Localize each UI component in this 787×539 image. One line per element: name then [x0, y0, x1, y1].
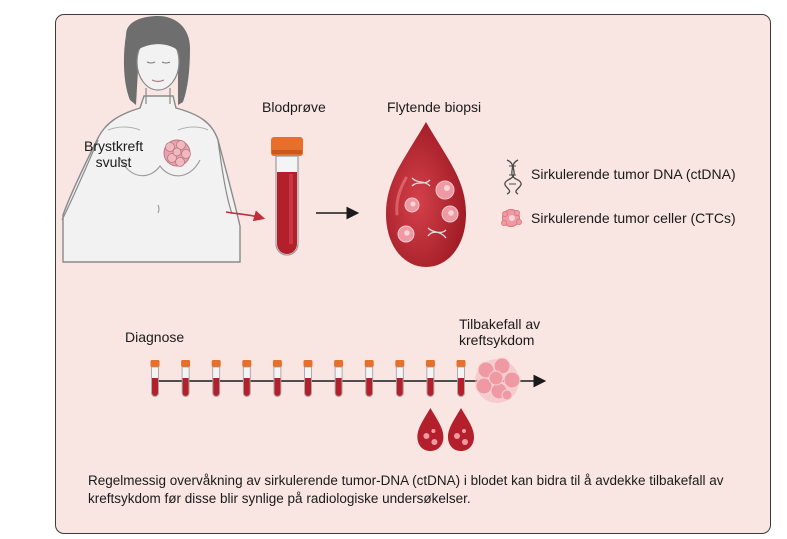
- drop-tumor-cell: [441, 205, 459, 223]
- liquid-biopsy-label: Flytende biopsi: [387, 99, 482, 115]
- timeline-tubes: [150, 360, 466, 397]
- timeline-tube: [456, 360, 466, 397]
- dna-icon: [504, 159, 522, 195]
- drop-tumor-cell: [435, 180, 455, 200]
- blood-tube-icon: [271, 137, 303, 256]
- relapse-label: Tilbakefall av kreftsykdom: [459, 316, 541, 348]
- tumor-label: Brystkreft svulst: [84, 138, 144, 170]
- drop-tumor-cell: [404, 197, 420, 213]
- timeline-tube: [272, 360, 282, 397]
- positive-ctdna-drops: [417, 408, 474, 451]
- small-blood-drop: [448, 408, 474, 451]
- woman-torso-icon: [61, 16, 241, 263]
- drop-tumor-cell: [397, 225, 415, 243]
- timeline-tube: [395, 360, 405, 397]
- tumor-icon: [163, 139, 191, 167]
- relapse-tumor-icon: [475, 357, 521, 403]
- timeline-tube: [364, 360, 374, 397]
- legend-ctdna-label: Sirkulerende tumor DNA (ctDNA): [531, 166, 736, 182]
- timeline-tube: [181, 360, 191, 397]
- diagnosis-label: Diagnose: [125, 329, 185, 345]
- small-blood-drop: [417, 408, 444, 451]
- timeline-tube: [334, 360, 344, 397]
- drop-dna-strand: [411, 177, 447, 239]
- blood-drop-icon: [386, 122, 466, 267]
- timeline-tube: [303, 360, 313, 397]
- legend-ctc-label: Sirkulerende tumor celler (CTCs): [531, 210, 736, 226]
- timeline-tube: [425, 360, 435, 397]
- timeline-tube: [211, 360, 221, 397]
- blood-draw-arrow: [225, 210, 266, 222]
- tumor-cell-icon: [501, 209, 522, 227]
- timeline-tube: [242, 360, 252, 397]
- caption: Regelmessig overvåkning av sirkulerende …: [88, 473, 724, 506]
- timeline-tube: [150, 360, 160, 397]
- blood-sample-label: Blodprøve: [262, 99, 326, 115]
